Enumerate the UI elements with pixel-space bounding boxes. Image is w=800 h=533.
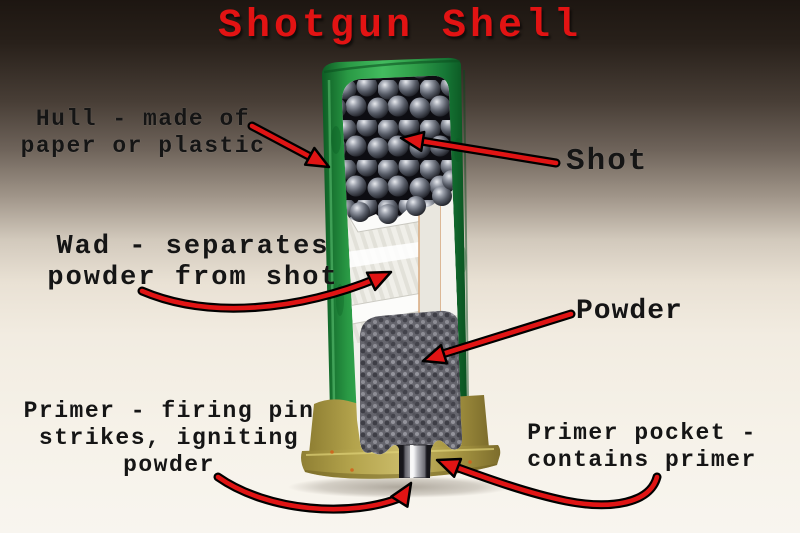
primer-pocket-label: Primer pocket - contains primer — [527, 420, 757, 473]
base-shadow — [288, 476, 512, 498]
shot-pellets — [342, 75, 462, 224]
powder-label: Powder — [576, 296, 683, 327]
hull-label: Hull - made of paper or plastic — [20, 106, 266, 159]
wad-label: Wad - separates powder from shot — [47, 232, 339, 293]
hull-arrow — [247, 121, 331, 169]
wad-arrow — [137, 270, 393, 313]
primer-label: Primer - firing pin strikes, igniting po… — [23, 398, 315, 478]
primer-shape — [396, 444, 433, 478]
wad-facets — [346, 193, 463, 325]
shot-arrow — [399, 130, 561, 168]
page-title: Shotgun Shell — [217, 4, 583, 49]
shot-label: Shot — [566, 144, 649, 179]
powder-arrow — [421, 309, 576, 365]
primer-arrow — [213, 472, 413, 514]
primer-pocket-arrow — [435, 457, 662, 510]
